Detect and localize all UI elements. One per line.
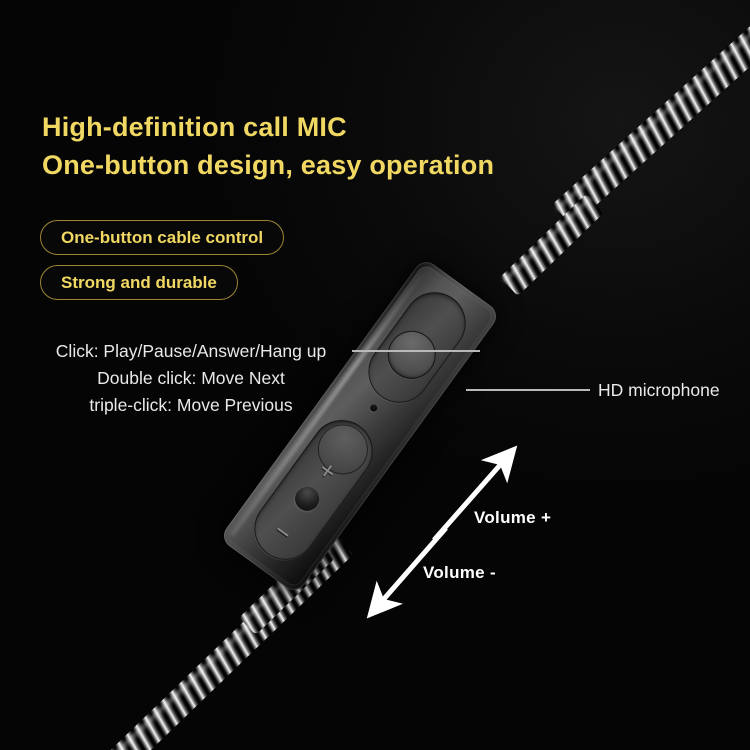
headline: High-definition call MIC One-button desi… [42,112,495,180]
cable-upper-joint [499,193,605,297]
callout-volume-down: Volume - [423,563,496,582]
badge-strong-and-durable: Strong and durable [40,265,238,300]
leader-line-main-button [352,350,480,352]
callout-volume-up: Volume + [474,508,552,527]
arrow-up-right-icon [432,445,518,542]
leader-line-microphone [466,389,590,391]
badge-one-button-cable-control: One-button cable control [40,220,285,255]
cable-upper-segment [552,0,750,227]
callout-hd-microphone: HD microphone [598,380,720,400]
microphone-hole-icon [368,402,379,413]
arrow-down-left-icon [366,526,448,619]
click-instructions: Click: Play/Pause/Answer/Hang up Double … [55,341,327,415]
